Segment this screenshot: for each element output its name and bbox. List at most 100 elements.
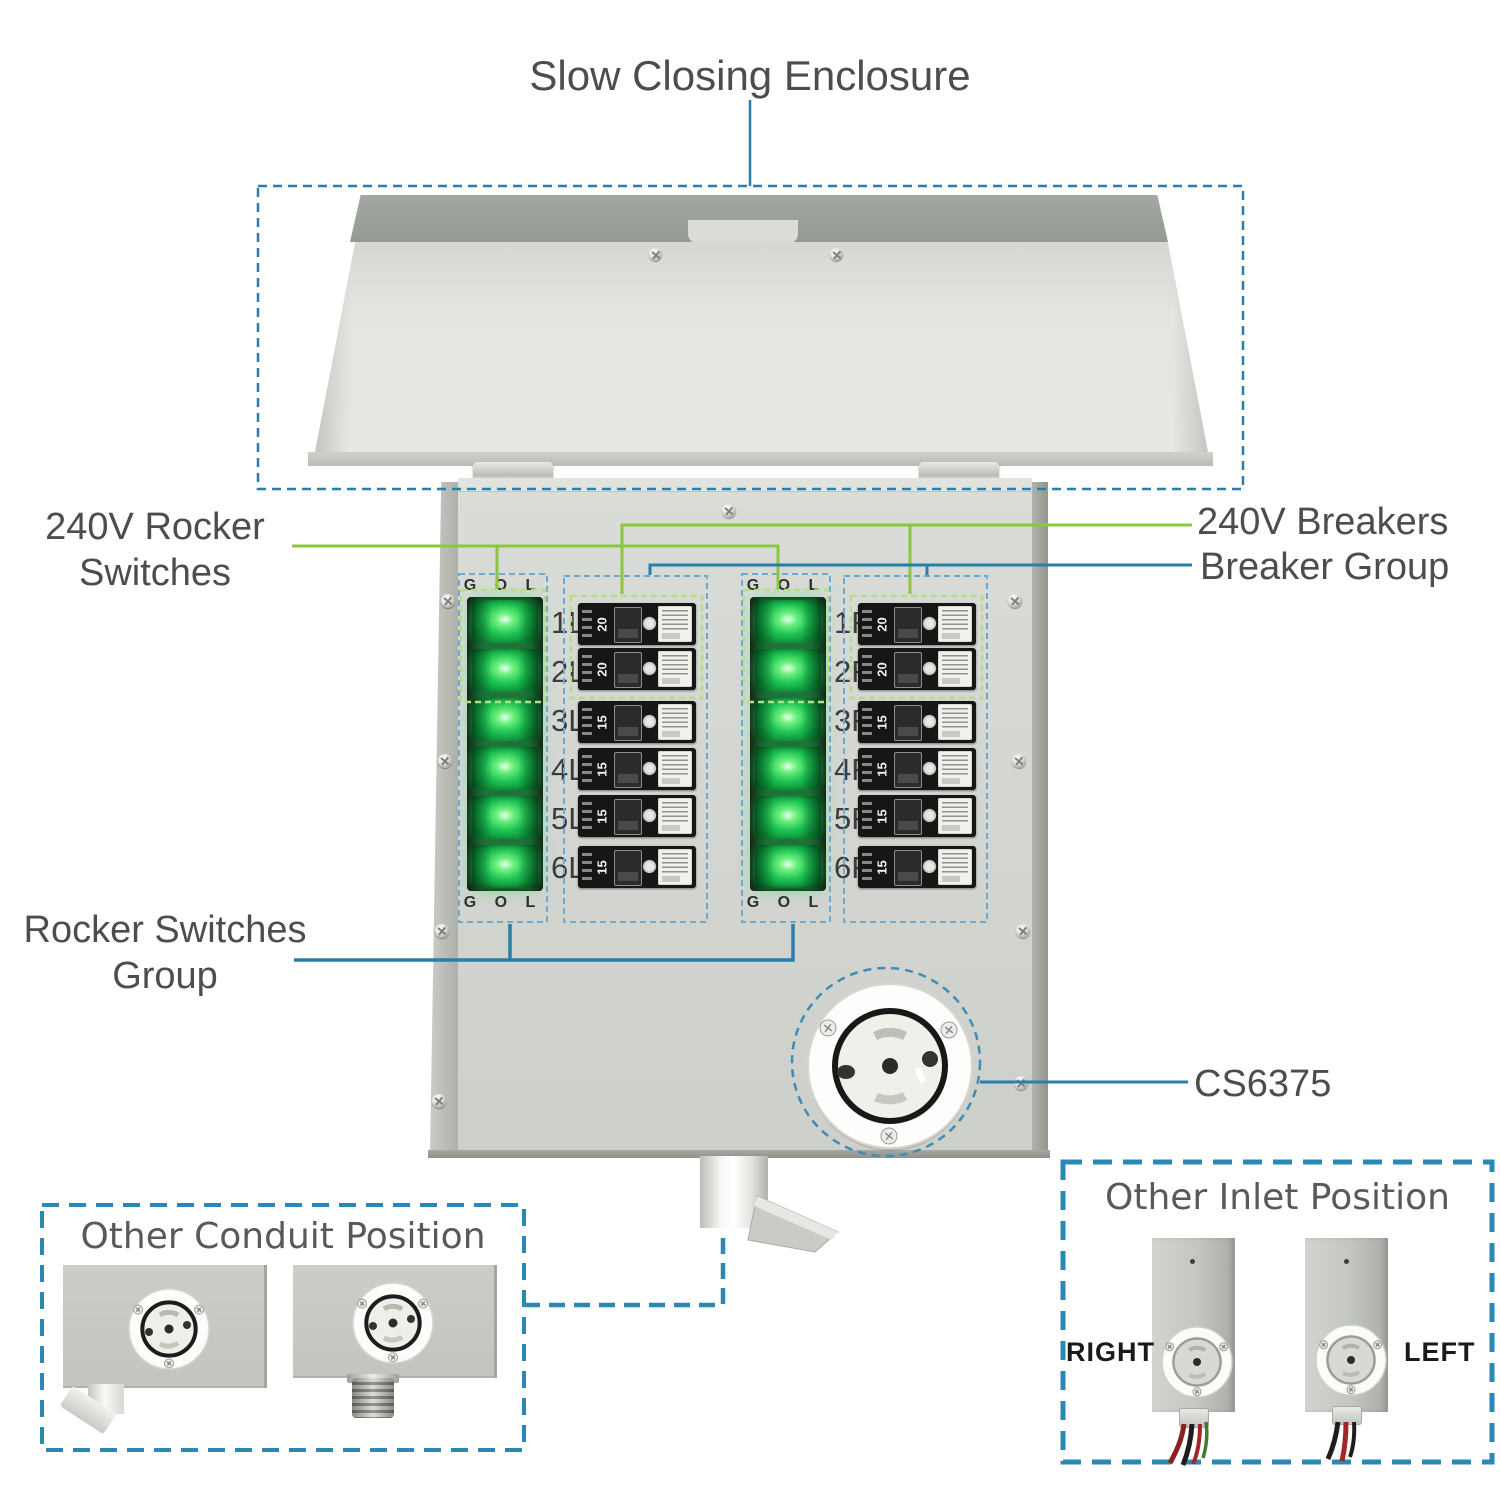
panel-screw	[438, 754, 452, 768]
conduit-photo-right-inlet	[346, 1276, 440, 1375]
breaker-vents	[862, 610, 872, 638]
circuit-breaker-3R: 15	[858, 701, 976, 743]
breaker-vents	[582, 755, 592, 783]
twist-lock-inlet	[1161, 1326, 1233, 1398]
lid-handle-notch	[688, 220, 798, 243]
breaker-brand-mark	[642, 859, 657, 874]
panel-screw	[1012, 754, 1026, 768]
panel-screw	[432, 1094, 446, 1108]
breaker-toggle	[614, 850, 642, 886]
panel-screw	[722, 504, 736, 518]
rocker-group-callout-line	[294, 924, 795, 962]
breaker-toggle	[894, 799, 922, 835]
circuit-breaker-4L: 15	[578, 748, 696, 790]
breaker-spec-sticker	[938, 606, 972, 642]
rocker-240v-right-outline	[742, 588, 830, 704]
breaker-spec-sticker	[938, 849, 972, 885]
rocker-switch-1R	[755, 600, 821, 643]
circuit-breaker-4R: 15	[858, 748, 976, 790]
breaker-vents	[582, 655, 592, 683]
rocker-switch-6R	[755, 845, 821, 888]
rocker-switch-5L	[472, 796, 538, 839]
lid-screw	[649, 248, 662, 261]
lid-screw	[830, 248, 843, 261]
breaker-group-left-outline	[563, 575, 708, 923]
breaker-spec-sticker	[658, 651, 692, 687]
panel-screw	[441, 594, 455, 608]
twist-lock-inlet	[128, 1288, 210, 1370]
rocker-240v-callout-line	[292, 544, 780, 589]
breaker-vents	[862, 708, 872, 736]
box-right-wall	[1032, 482, 1048, 1154]
breaker-brand-mark	[922, 616, 937, 631]
breaker-vents	[862, 655, 872, 683]
circuit-breaker-2R: 20	[858, 648, 976, 690]
breaker-group-right-outline	[843, 575, 988, 923]
breaker-vents	[862, 853, 872, 881]
breaker-brand-mark	[922, 859, 937, 874]
slab-pilot-hole	[1344, 1259, 1349, 1264]
breaker-spec-sticker	[658, 751, 692, 787]
rocker-240v-callout-label: 240V Rocker Switches	[45, 506, 265, 595]
inlet-inset-border	[1060, 1159, 1495, 1465]
breaker-spec-sticker	[938, 751, 972, 787]
breaker-brand-mark	[922, 661, 937, 676]
breaker-spec-sticker	[658, 798, 692, 834]
breaker-toggle	[614, 799, 642, 835]
rocker-group-right-outline	[741, 573, 831, 923]
breaker-240v-left-outline	[569, 594, 704, 700]
breaker-vents	[862, 802, 872, 830]
twist-lock-inlet	[807, 983, 973, 1151]
breakers-240v-callout-label: 240V Breakers	[1197, 501, 1449, 543]
breaker-brand-mark	[642, 616, 657, 631]
rocker-switch-1L	[472, 600, 538, 643]
conduit-inset-border	[40, 1203, 526, 1452]
enclosure-callout-label: Slow Closing Enclosure	[529, 52, 971, 99]
rocker-switch-3R	[755, 698, 821, 741]
breaker-toggle	[894, 850, 922, 886]
rocker-group-left-outline	[458, 573, 548, 923]
breaker-vents	[582, 708, 592, 736]
enclosure-dashed-outline	[256, 184, 1245, 491]
conduit-elbow	[747, 1195, 839, 1253]
slab-pilot-hole	[1190, 1259, 1195, 1264]
inlet-inset-title: Other Inlet Position	[1105, 1177, 1450, 1218]
conduit-inset-title: Other Conduit Position	[80, 1216, 486, 1257]
rocker-switch-4L	[472, 747, 538, 790]
breaker-group-callout-line	[648, 563, 1192, 575]
circuit-breaker-3L: 15	[578, 701, 696, 743]
circuit-breaker-5R: 15	[858, 795, 976, 837]
breaker-brand-mark	[642, 714, 657, 729]
rocker-switch-column	[467, 597, 543, 891]
panel-screw	[1016, 924, 1030, 938]
breaker-brand-mark	[922, 714, 937, 729]
gol-terminal-label: G O L	[463, 894, 543, 911]
breaker-spec-sticker	[658, 704, 692, 740]
enclosure-lid-inner-face	[315, 242, 1208, 452]
breaker-toggle	[894, 652, 922, 688]
breaker-toggle	[614, 652, 642, 688]
rocker-switch-3L	[472, 698, 538, 741]
breaker-spec-sticker	[938, 704, 972, 740]
rocker-switch-5R	[755, 796, 821, 839]
box-bottom-edge	[428, 1150, 1050, 1158]
breaker-toggle	[614, 705, 642, 741]
conduit-photo-left-inlet	[122, 1282, 216, 1381]
breaker-brand-mark	[642, 761, 657, 776]
inlet-left-position	[1309, 1318, 1393, 1407]
inlet-left-label: LEFT	[1404, 1337, 1476, 1367]
inlet-dashed-circle	[790, 966, 982, 1158]
rocker-switch-6L	[472, 845, 538, 888]
circuit-breaker-6R: 15	[858, 846, 976, 888]
circuit-breaker-2L: 20	[578, 648, 696, 690]
circuit-breaker-6L: 15	[578, 846, 696, 888]
circuit-breaker-5L: 15	[578, 795, 696, 837]
breaker-brand-mark	[922, 808, 937, 823]
breaker-toggle	[894, 752, 922, 788]
inlet-wires-left	[1325, 1421, 1357, 1462]
circuit-breaker-1R: 20	[858, 603, 976, 645]
breaker-brand-mark	[642, 808, 657, 823]
breaker-spec-sticker	[658, 606, 692, 642]
breaker-group-callout-label: Breaker Group	[1200, 546, 1450, 588]
